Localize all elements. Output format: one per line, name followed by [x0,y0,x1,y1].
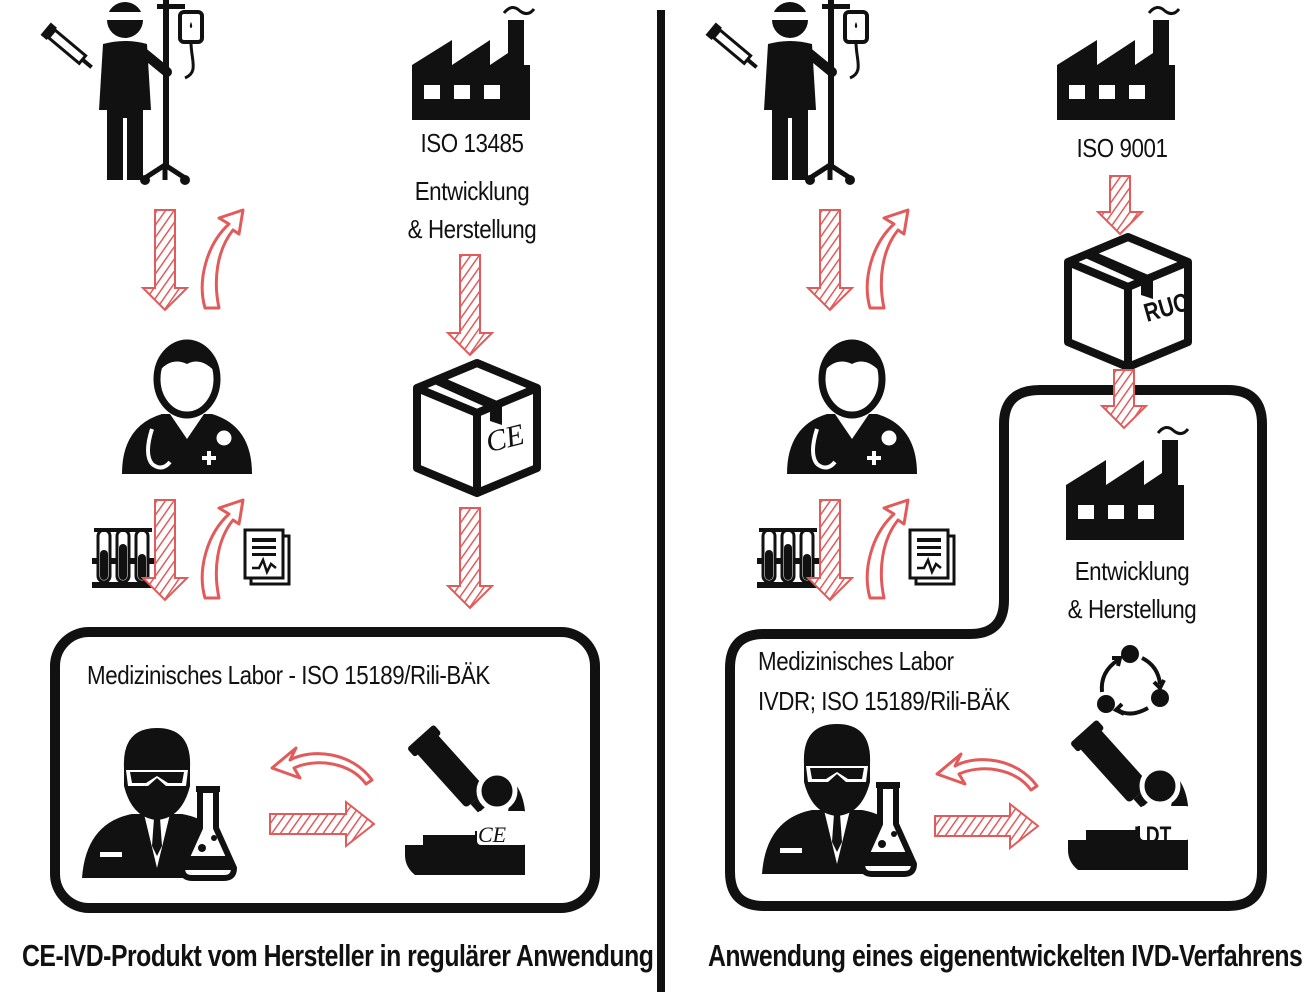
curved-arrow-up-icon [865,498,910,600]
report-document-icon [243,528,291,586]
arrow-down-short-icon [1101,369,1147,429]
curved-arrow-up-icon [200,498,245,600]
right-caption: Anwendung eines eigenentwickelten IVD-Ve… [708,938,1303,973]
lab-box [725,385,1267,911]
right-microscope-mark: LDT [1134,822,1172,849]
arrow-down-icon [142,209,188,311]
arrow-down-icon [807,209,853,311]
factory-icon [1055,5,1181,122]
arrow-right-icon [934,801,1040,851]
report-document-icon [908,528,956,586]
doctor-icon [122,342,252,474]
lab-box [50,627,600,913]
arrow-down-icon [447,507,493,609]
right-lab-title-line2: IVDR; ISO 15189/Rili-BÄK [758,686,1010,716]
panel-divider [657,10,665,992]
arrow-down-icon [142,499,188,601]
microscope-icon [405,724,527,875]
right-panel [706,0,1267,911]
patient-icon [41,0,202,185]
cycle-icon [1095,643,1171,716]
patient-icon [706,0,867,185]
factory-icon [410,5,536,122]
arrow-right-icon [269,799,376,849]
right-dev-line1: Entwicklung [1074,556,1190,586]
curved-arrow-up-icon [200,208,245,310]
right-iso-label: ISO 9001 [1076,133,1168,163]
left-panel [41,0,600,913]
left-caption: CE-IVD-Produkt vom Hersteller in regulär… [22,938,654,973]
right-lab-title-line1: Medizinisches Labor [758,646,954,676]
left-dev-line1: Entwicklung [414,176,530,206]
lab-scientist-icon [82,728,234,878]
microscope-icon [1068,719,1190,870]
curved-arrow-left-icon [935,752,1039,792]
left-dev-line2: & Herstellung [407,214,537,244]
arrow-down-short-icon [1097,175,1143,235]
left-lab-title: Medizinisches Labor - ISO 15189/Rili-BÄK [87,660,490,690]
doctor-icon [787,342,917,474]
curved-arrow-up-icon [865,208,910,310]
arrow-down-icon [447,254,493,356]
curved-arrow-left-icon [270,746,374,786]
right-dev-line2: & Herstellung [1067,594,1197,624]
arrow-down-icon [807,499,853,601]
factory-icon [1064,425,1190,542]
lab-scientist-icon [762,724,914,874]
left-microscope-mark: CE [478,822,507,847]
left-iso-label: ISO 13485 [420,128,524,158]
